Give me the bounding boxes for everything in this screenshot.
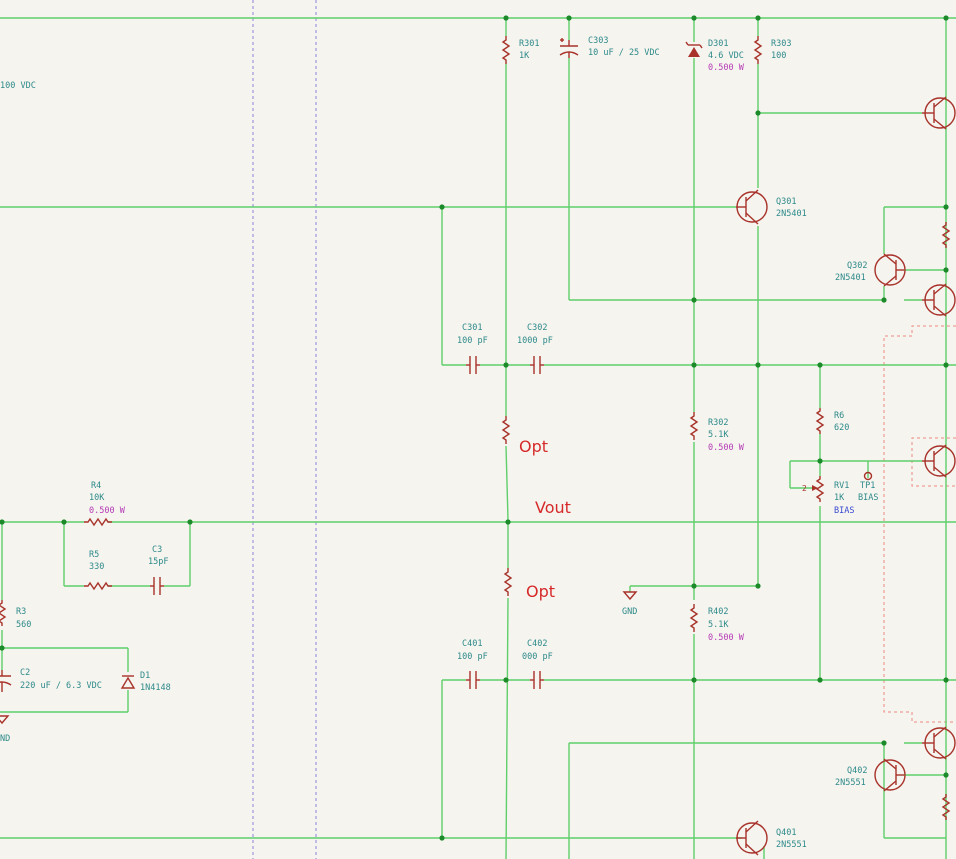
c301-value: 100 pF: [457, 336, 488, 346]
rv1-pin-number: 2: [802, 484, 807, 493]
r6-resistor-symbol[interactable]: [815, 408, 825, 434]
c302-value: 1000 pF: [517, 336, 553, 346]
opt-bottom-note: Opt: [526, 582, 555, 601]
q301-value: 2N5401: [776, 209, 807, 219]
r3-resistor-symbol[interactable]: [0, 600, 7, 626]
output-transistor-2-symbol: [922, 283, 956, 317]
r5-ref: R5: [89, 550, 99, 560]
r5-resistor-symbol[interactable]: [84, 581, 112, 591]
q302-pnp-transistor-symbol[interactable]: [874, 253, 906, 287]
c2-ref: C2: [20, 668, 30, 678]
output-stage-zone-inner: [911, 437, 956, 487]
output-transistor-3-symbol: [922, 444, 956, 478]
r303-value: 100: [771, 51, 786, 61]
q402-ref: Q402: [847, 766, 867, 776]
q402-npn-transistor-symbol[interactable]: [874, 758, 906, 792]
c402-value: 000 pF: [522, 652, 553, 662]
r-opt-top-resistor-symbol[interactable]: [501, 416, 511, 444]
rv1-ref: RV1: [834, 481, 849, 491]
opt-top-note: Opt: [519, 437, 548, 456]
rv1-bias-label: BIAS: [834, 506, 854, 516]
c303-ref: C303: [588, 36, 608, 46]
c402-ref: C402: [527, 639, 547, 649]
q401-value: 2N5551: [776, 840, 807, 850]
d301-power: 0.500 W: [708, 63, 745, 73]
r302-value: 5.1K: [708, 430, 729, 440]
r402-power: 0.500 W: [708, 633, 745, 643]
gnd-symbol-left: [0, 715, 10, 725]
c3-value: 15pF: [148, 557, 168, 567]
c302-capacitor-symbol[interactable]: [530, 356, 544, 374]
c401-value: 100 pF: [457, 652, 488, 662]
gnd-symbol: [622, 591, 638, 601]
q301-ref: Q301: [776, 197, 796, 207]
rv1-value: 1K: [834, 493, 845, 503]
tp1-value: BIAS: [858, 493, 878, 503]
tp1-ref: TP1: [860, 481, 875, 491]
c401-capacitor-symbol[interactable]: [466, 671, 480, 689]
q402-value: 2N5551: [835, 778, 866, 788]
r303-ref: R303: [771, 39, 791, 49]
c302-ref: C302: [527, 323, 547, 333]
r301-ref: R301: [519, 39, 539, 49]
r402-ref: R402: [708, 607, 728, 617]
rv1-wiper-arrow: [812, 485, 818, 491]
r5-value: 330: [89, 562, 104, 572]
r4-resistor-symbol[interactable]: [84, 517, 112, 527]
c3-capacitor-symbol[interactable]: [150, 577, 164, 595]
r301-resistor-symbol[interactable]: [501, 36, 511, 64]
c2-electrolytic-capacitor-symbol[interactable]: [0, 670, 12, 692]
wires: [0, 17, 956, 859]
q301-pnp-transistor-symbol[interactable]: [736, 189, 768, 225]
gnd-left-label: ND: [0, 734, 10, 744]
r6-value: 620: [834, 423, 849, 433]
c303-value: 10 uF / 25 VDC: [588, 48, 660, 58]
junctions: [0, 15, 949, 841]
output-transistor-1-symbol: [922, 96, 956, 130]
d1-ref: D1: [140, 671, 150, 681]
output-stage-zone-border: [883, 325, 956, 723]
q302-value: 2N5401: [835, 273, 866, 283]
d301-value: 4.6 VDC: [708, 51, 744, 61]
r303-resistor-symbol[interactable]: [753, 36, 763, 64]
c3-ref: C3: [152, 545, 162, 555]
r4-value: 10K: [89, 493, 105, 503]
c402-capacitor-symbol[interactable]: [530, 671, 544, 689]
r302-resistor-symbol[interactable]: [689, 412, 699, 440]
q401-ref: Q401: [776, 828, 796, 838]
r3-ref: R3: [16, 607, 26, 617]
c301-ref: C301: [462, 323, 482, 333]
q401-npn-transistor-symbol[interactable]: [736, 820, 768, 856]
c303-electrolytic-capacitor-symbol[interactable]: [559, 38, 579, 58]
rv1-potentiometer-symbol[interactable]: [815, 476, 825, 502]
r402-resistor-symbol[interactable]: [689, 604, 699, 632]
c301-capacitor-symbol[interactable]: [466, 356, 480, 374]
r4-ref: R4: [91, 481, 101, 491]
r-right-1-resistor-symbol: [941, 222, 951, 248]
r302-ref: R302: [708, 418, 728, 428]
r3-value: 560: [16, 620, 31, 630]
r6-ref: R6: [834, 411, 844, 421]
supply-voltage-label: 100 VDC: [0, 81, 36, 91]
d301-ref: D301: [708, 39, 728, 49]
d1-value: 1N4148: [140, 683, 171, 693]
r-opt-bottom-resistor-symbol[interactable]: [503, 568, 513, 596]
c2-value: 220 uF / 6.3 VDC: [20, 681, 102, 691]
d1-diode-symbol[interactable]: [120, 675, 136, 689]
output-transistor-4-symbol: [922, 726, 956, 760]
r4-power: 0.500 W: [89, 506, 126, 516]
r301-value: 1K: [519, 51, 530, 61]
c401-ref: C401: [462, 639, 482, 649]
vout-note: Vout: [535, 498, 571, 517]
q302-ref: Q302: [847, 261, 867, 271]
gnd-label: GND: [622, 607, 637, 617]
d301-zener-symbol[interactable]: [685, 41, 703, 57]
r302-power: 0.500 W: [708, 443, 745, 453]
tp1-test-point-symbol[interactable]: [863, 471, 873, 481]
r-right-2-resistor-symbol: [941, 794, 951, 820]
r402-value: 5.1K: [708, 620, 729, 630]
